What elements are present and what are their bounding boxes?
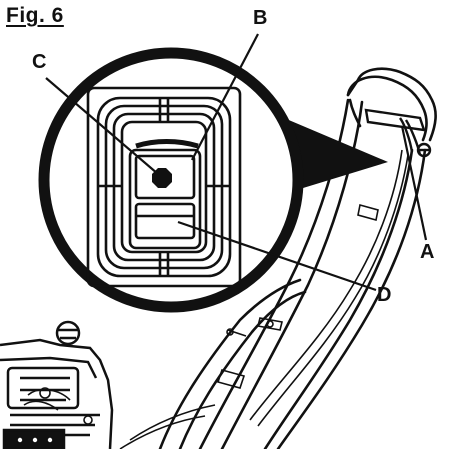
figure-title: Fig. 6	[6, 4, 64, 27]
leader-lines	[45, 33, 428, 292]
callout-label-d: D	[377, 284, 392, 306]
leader-a	[400, 125, 428, 241]
control-panel-closeup	[86, 86, 242, 288]
magnifier-pointer	[284, 118, 388, 192]
button-assembly	[128, 139, 202, 250]
control-bar-a	[364, 108, 432, 158]
engine-detail	[16, 387, 93, 444]
leader-d	[177, 220, 377, 292]
callout-label-c: C	[32, 51, 47, 73]
callout-label-a: A	[420, 241, 435, 263]
mower-engine	[0, 320, 114, 449]
leader-c	[45, 77, 159, 175]
leader-b	[191, 33, 259, 161]
handle-cables	[119, 149, 409, 449]
callout-label-b: B	[253, 7, 268, 29]
